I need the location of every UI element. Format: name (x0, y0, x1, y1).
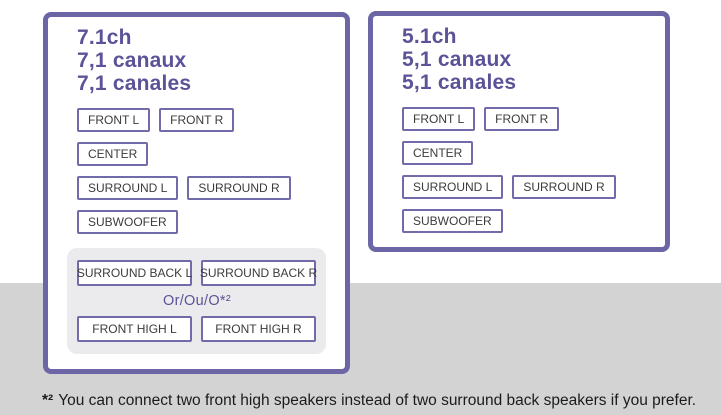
panel-7-1ch: 7.1ch 7,1 canaux 7,1 canales FRONT L FRO… (43, 12, 350, 374)
speaker-rows-5-1ch: FRONT L FRONT R CENTER SURROUND L SURROU… (402, 107, 651, 233)
speaker-row-center: CENTER (402, 141, 651, 165)
speaker-box-center: CENTER (77, 142, 149, 166)
optional-speakers-group: SURROUND BACK L SURROUND BACK R Or/Ou/O*… (67, 248, 326, 354)
speaker-row-surround: SURROUND L SURROUND R (402, 175, 651, 199)
title-line-5-1-canaux: 5,1 canaux (402, 48, 512, 71)
speaker-box-front-r: FRONT R (159, 108, 235, 132)
speaker-box-front-high-l: FRONT HIGH L (77, 316, 192, 342)
speaker-rows-7-1ch: FRONT L FRONT R CENTER SURROUND L SURROU… (77, 108, 331, 234)
speaker-box-surround-back-r: SURROUND BACK R (200, 260, 317, 286)
title-line-7-1-canales: 7,1 canales (77, 72, 192, 95)
title-line-7-1-canaux: 7,1 canaux (77, 49, 187, 72)
speaker-row-subwoofer: SUBWOOFER (77, 210, 331, 234)
footnote-marker: *² (42, 392, 54, 409)
or-label: Or/Ou/O*² (163, 293, 231, 309)
speaker-box-front-l: FRONT L (402, 107, 476, 131)
title-line-5-1ch: 5.1ch (402, 25, 457, 48)
speaker-row-front: FRONT L FRONT R (77, 108, 331, 132)
speaker-row-front-high: FRONT HIGH L FRONT HIGH R (77, 316, 317, 342)
title-line-7-1ch: 7.1ch (77, 26, 132, 49)
speaker-box-surround-l: SURROUND L (402, 175, 504, 199)
footnote-text: You can connect two front high speakers … (58, 392, 697, 409)
panel-title-7-1ch: 7.1ch 7,1 canaux 7,1 canales (77, 26, 331, 95)
speaker-row-surround: SURROUND L SURROUND R (77, 176, 331, 200)
speaker-box-surround-r: SURROUND R (512, 175, 616, 199)
panel-5-1ch: 5.1ch 5,1 canaux 5,1 canales FRONT L FRO… (368, 11, 670, 252)
speaker-box-front-l: FRONT L (77, 108, 151, 132)
speaker-box-front-r: FRONT R (484, 107, 560, 131)
speaker-box-subwoofer: SUBWOOFER (77, 210, 178, 234)
speaker-box-subwoofer: SUBWOOFER (402, 209, 503, 233)
speaker-box-surround-l: SURROUND L (77, 176, 179, 200)
panel-title-5-1ch: 5.1ch 5,1 canaux 5,1 canales (402, 25, 651, 94)
title-line-5-1-canales: 5,1 canales (402, 71, 517, 94)
speaker-box-surround-r: SURROUND R (187, 176, 291, 200)
speaker-row-subwoofer: SUBWOOFER (402, 209, 651, 233)
speaker-row-front: FRONT L FRONT R (402, 107, 651, 131)
speaker-row-surround-back: SURROUND BACK L SURROUND BACK R (77, 260, 317, 286)
speaker-row-center: CENTER (77, 142, 331, 166)
speaker-box-surround-back-l: SURROUND BACK L (77, 260, 192, 286)
speaker-box-front-high-r: FRONT HIGH R (201, 316, 316, 342)
speaker-box-center: CENTER (402, 141, 474, 165)
